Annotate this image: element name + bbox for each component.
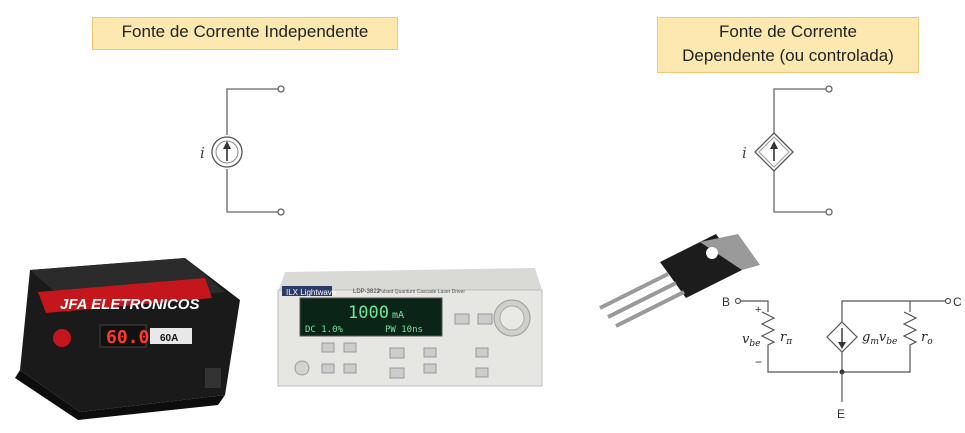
- independent-current-symbol: i: [200, 144, 205, 162]
- ilx-subtitle-label: Pulsed Quantum Cascade Laser Driver: [378, 289, 465, 295]
- jfa-logo-text: JFA ELETRONICOS: [60, 296, 199, 313]
- independent-source-title-text: Fonte de Corrente Independente: [121, 22, 369, 41]
- node-b-label: B: [722, 295, 730, 309]
- vbe-label: vbe: [742, 332, 760, 349]
- gm-vbe-label: gmvbe: [862, 330, 897, 347]
- dependent-source-title-line1: Fonte de Corrente: [719, 22, 857, 41]
- ilx-display-main: 1000: [348, 303, 389, 323]
- ilx-display-left: DC 1.0%: [305, 325, 344, 335]
- jfa-power-supply-image: 60.0 JFA ELETRONICOS 60A: [15, 258, 240, 420]
- dependent-source-title: Fonte de Corrente Dependente (ou control…: [657, 17, 919, 73]
- node-e-label: E: [837, 407, 845, 421]
- independent-source-title: Fonte de Corrente Independente: [92, 17, 398, 50]
- vbe-plus-sign: +: [755, 304, 761, 316]
- node-c-label: C: [953, 295, 962, 309]
- ro-label: ro: [921, 330, 933, 347]
- ilx-display-right: PW 10ns: [385, 325, 423, 335]
- jfa-display-value: 60.0: [106, 327, 149, 348]
- rpi-label: rπ: [780, 330, 793, 347]
- ilx-lab-driver-image: ILX Lightwave LDP-3822 Pulsed Quantum Ca…: [277, 268, 543, 387]
- ilx-display-unit: mA: [392, 310, 404, 321]
- vbe-minus-sign: −: [755, 355, 762, 369]
- ilx-model-label: LDP-3822: [353, 289, 381, 295]
- ilx-brand-label: ILX Lightwave: [286, 288, 337, 297]
- dependent-source-title-line2: Dependente (ou controlada): [682, 46, 894, 65]
- dependent-current-symbol: i: [742, 144, 747, 162]
- small-signal-circuit: [734, 297, 952, 402]
- independent-source-symbol: [211, 85, 285, 216]
- dependent-source-symbol: [754, 85, 833, 216]
- transistor-image: [599, 234, 760, 328]
- jfa-rating-label: 60A: [160, 333, 178, 344]
